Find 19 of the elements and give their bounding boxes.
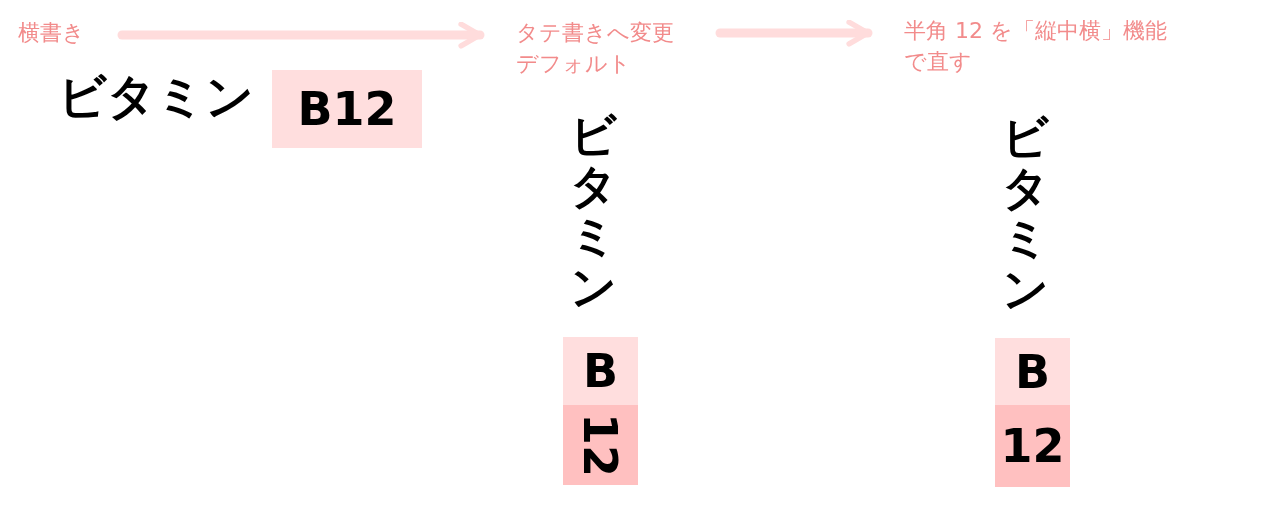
vitamin-text: ビタミン: [1002, 112, 1048, 315]
vitamin-text: ビタミン: [570, 110, 616, 313]
highlight-box: [563, 337, 638, 405]
highlighted-text: 12: [577, 413, 624, 477]
arrow: [715, 19, 873, 47]
highlighted-text: B: [1014, 348, 1051, 395]
highlight-box: [995, 405, 1070, 487]
arrow: [117, 21, 485, 49]
vitamin-text: ビタミン: [58, 72, 254, 120]
highlighted-text: B12: [297, 86, 397, 132]
caption-text: デフォルト: [516, 49, 632, 78]
caption-text: 横書き: [18, 19, 86, 47]
caption-text: タテ書きへ変更: [516, 19, 675, 47]
highlight-box: [995, 338, 1070, 405]
highlight-box: [563, 405, 638, 485]
highlighted-text: B: [582, 348, 619, 394]
caption-text: 半角 12 を「縦中横」機能で直す: [904, 17, 1168, 76]
highlight-box: [272, 70, 422, 148]
highlighted-text: 12: [1000, 423, 1065, 469]
